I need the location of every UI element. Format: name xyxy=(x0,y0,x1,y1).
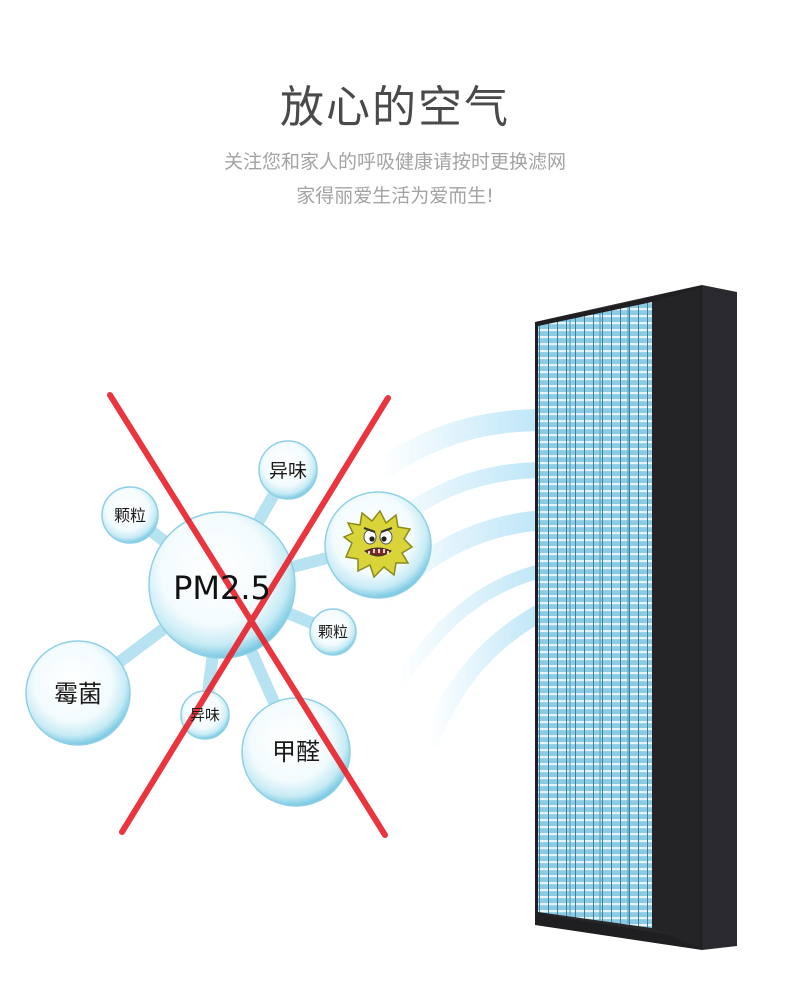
filter-media xyxy=(538,302,652,928)
particle-right-label: 颗粒 xyxy=(317,623,348,641)
pm25-label: PM2.5 xyxy=(173,569,271,607)
bubble-pm25 xyxy=(148,511,296,659)
filter-product xyxy=(535,285,737,950)
bubble-mold xyxy=(25,640,131,746)
odor-top-label: 异味 xyxy=(268,460,307,482)
mold-label: 霉菌 xyxy=(54,680,102,708)
bubble-odor-top xyxy=(258,440,318,500)
subtitle-line-2: 家得丽爱生活为爱而生! xyxy=(296,185,494,207)
x-cross-icon xyxy=(107,392,391,838)
germ-icon xyxy=(342,509,414,579)
particle-left-label: 颗粒 xyxy=(113,506,146,525)
page-title: 放心的空气 xyxy=(280,82,510,133)
formaldehyde-label: 甲醛 xyxy=(272,738,320,766)
bubble-particle-right xyxy=(309,608,357,656)
odor-bottom-label: 异味 xyxy=(189,706,220,724)
bubble-particle-left xyxy=(101,486,159,544)
bubble-group xyxy=(25,440,432,807)
subtitle-line-1: 关注您和家人的呼吸健康请按时更换滤网 xyxy=(223,151,566,173)
